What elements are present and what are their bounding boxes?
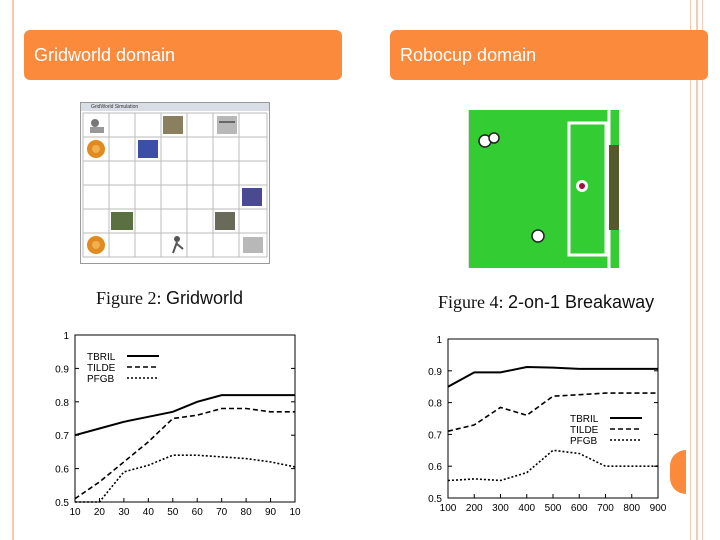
legend-label: PFGB [570,436,598,447]
blue-object-icon [242,188,262,206]
building-icon [215,212,235,230]
x-tick-label: 20 [94,507,106,518]
x-tick-label: 200 [466,503,483,514]
y-tick-label: 0.7 [428,430,442,441]
left-border-line [12,0,14,540]
right-border-line [702,0,703,540]
y-tick-label: 0.6 [55,465,69,476]
temple-icon [217,116,237,134]
food-icon [87,236,105,254]
goal-box [567,121,608,257]
series-line-tilde [74,407,295,500]
figure-4-caption: Figure 4: 2-on-1 Breakaway [438,292,654,313]
x-tick-label: 10 [69,507,81,518]
legend-label: PFGB [87,374,115,385]
gridworld-domain-header: Gridworld domain [24,30,342,80]
robocup-plot: 0.5 0.6 0.7 0.8 0.9 1 100 200 300 400 500 600 700 800… [428,335,667,514]
y-tick-label: 1 [436,335,442,346]
temple-icon [243,237,263,253]
person-icon [172,236,184,254]
series-line-pfgb [75,454,296,503]
y-tick-label: 1 [63,331,69,342]
y-tick-label: 0.7 [55,431,69,442]
gridworld-grid [82,112,268,258]
figure-2-caption: Figure 2: Gridworld [96,288,243,309]
robocup-field [468,110,619,268]
figure-label: Figure 4: [438,292,504,312]
y-tick-label: 0.5 [428,494,442,505]
figure-name: Gridworld [166,288,244,308]
x-tick-label: 30 [118,507,130,518]
legend-label: TBRIL [87,352,116,363]
legend-label: TILDE [570,425,599,436]
x-tick-label: 100 [440,503,457,514]
food-icon [87,140,105,158]
x-tick-label: 500 [545,503,562,514]
robocup-domain-header: Robocup domain [390,30,708,80]
plot-frame [74,334,296,503]
y-tick-label: 0.8 [55,398,69,409]
series-line-pfgb [447,449,658,482]
attacker-player-icon [478,132,500,148]
y-tick-label: 0.5 [55,498,69,509]
series-line-tbril [74,394,295,437]
x-tick-label: 900 [650,503,667,514]
y-tick-label: 0.9 [428,367,442,378]
x-tick-label: 60 [192,507,204,518]
x-tick-label: 90 [265,507,277,518]
x-tick-label: 800 [623,503,640,514]
goalie-icon [576,180,588,192]
gridworld-plot: 0.5 0.6 0.7 0.8 0.9 1 10 20 30 40 50 60 70 80 90 10 TBRI… [55,331,301,518]
right-border-line [696,0,698,540]
house-icon [111,212,133,230]
goal [609,145,619,230]
x-tick-label: 50 [167,507,179,518]
gridworld-window-title: GridWorld Simulation [81,103,269,111]
x-tick-label: 70 [216,507,228,518]
attacker-player-icon [531,229,545,243]
gridworld-screenshot: GridWorld Simulation [80,102,270,264]
x-tick-label: 80 [241,507,253,518]
x-tick-label: 400 [518,503,535,514]
agent-icon [90,119,104,133]
y-tick-label: 0.9 [55,364,69,375]
right-border-line [690,0,691,540]
y-tick-label: 0.8 [428,399,442,410]
figure-name: 2-on-1 Breakaway [508,292,655,312]
building-icon [163,116,183,134]
figure-label: Figure 2: [96,288,162,308]
x-tick-label: 10 [289,507,301,518]
legend-label: TBRIL [570,414,599,425]
blue-object-icon [138,140,158,158]
x-tick-label: 40 [143,507,155,518]
y-tick-label: 0.6 [428,462,442,473]
legend-label: TILDE [87,363,116,374]
series-line-tilde [447,392,658,432]
x-tick-label: 300 [492,503,509,514]
series-line-tbril [447,365,658,388]
decorative-tab [670,450,686,494]
x-tick-label: 700 [597,503,614,514]
x-tick-label: 600 [571,503,588,514]
